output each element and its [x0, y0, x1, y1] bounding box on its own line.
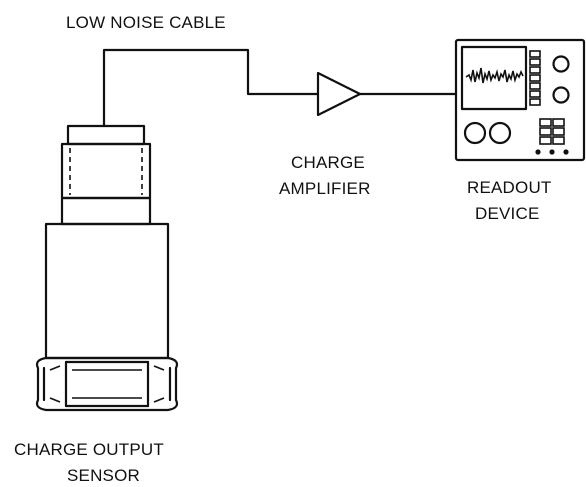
- waveform-icon: [465, 67, 524, 84]
- hex-nut-icon: [35, 356, 179, 412]
- knob-icon: [488, 121, 512, 145]
- readout-device: [454, 38, 586, 162]
- sensor-connector-collar: [60, 196, 152, 226]
- knob-icon: [552, 86, 570, 104]
- sensor-label-line2: SENSOR: [67, 466, 140, 485]
- amplifier-label-line2: AMPLIFIER: [279, 179, 371, 198]
- sensor-connector-body: [60, 142, 152, 200]
- readout-label-line2: DEVICE: [475, 204, 540, 223]
- sensor-body: [44, 222, 170, 360]
- amplifier-triangle-icon: [316, 71, 362, 117]
- knob-icon: [552, 55, 570, 73]
- amplifier-label-line1: CHARGE: [291, 153, 365, 172]
- sensor-connector-top: [66, 124, 146, 146]
- sensor-label-line1: CHARGE OUTPUT: [14, 440, 164, 459]
- readout-label-line1: READOUT: [467, 178, 552, 197]
- indicator-light-icon: [563, 149, 569, 155]
- readout-screen: [460, 45, 528, 111]
- charge-output-sensor: [35, 124, 179, 412]
- indicator-light-icon: [549, 149, 555, 155]
- segment-display-icon: [539, 118, 565, 145]
- cable-label: LOW NOISE CABLE: [66, 13, 226, 32]
- readout-device-case: [454, 38, 586, 162]
- indicator-light-icon: [535, 149, 541, 155]
- knob-icon: [463, 121, 487, 145]
- low-noise-cable: [102, 48, 320, 128]
- level-indicator: [529, 50, 541, 106]
